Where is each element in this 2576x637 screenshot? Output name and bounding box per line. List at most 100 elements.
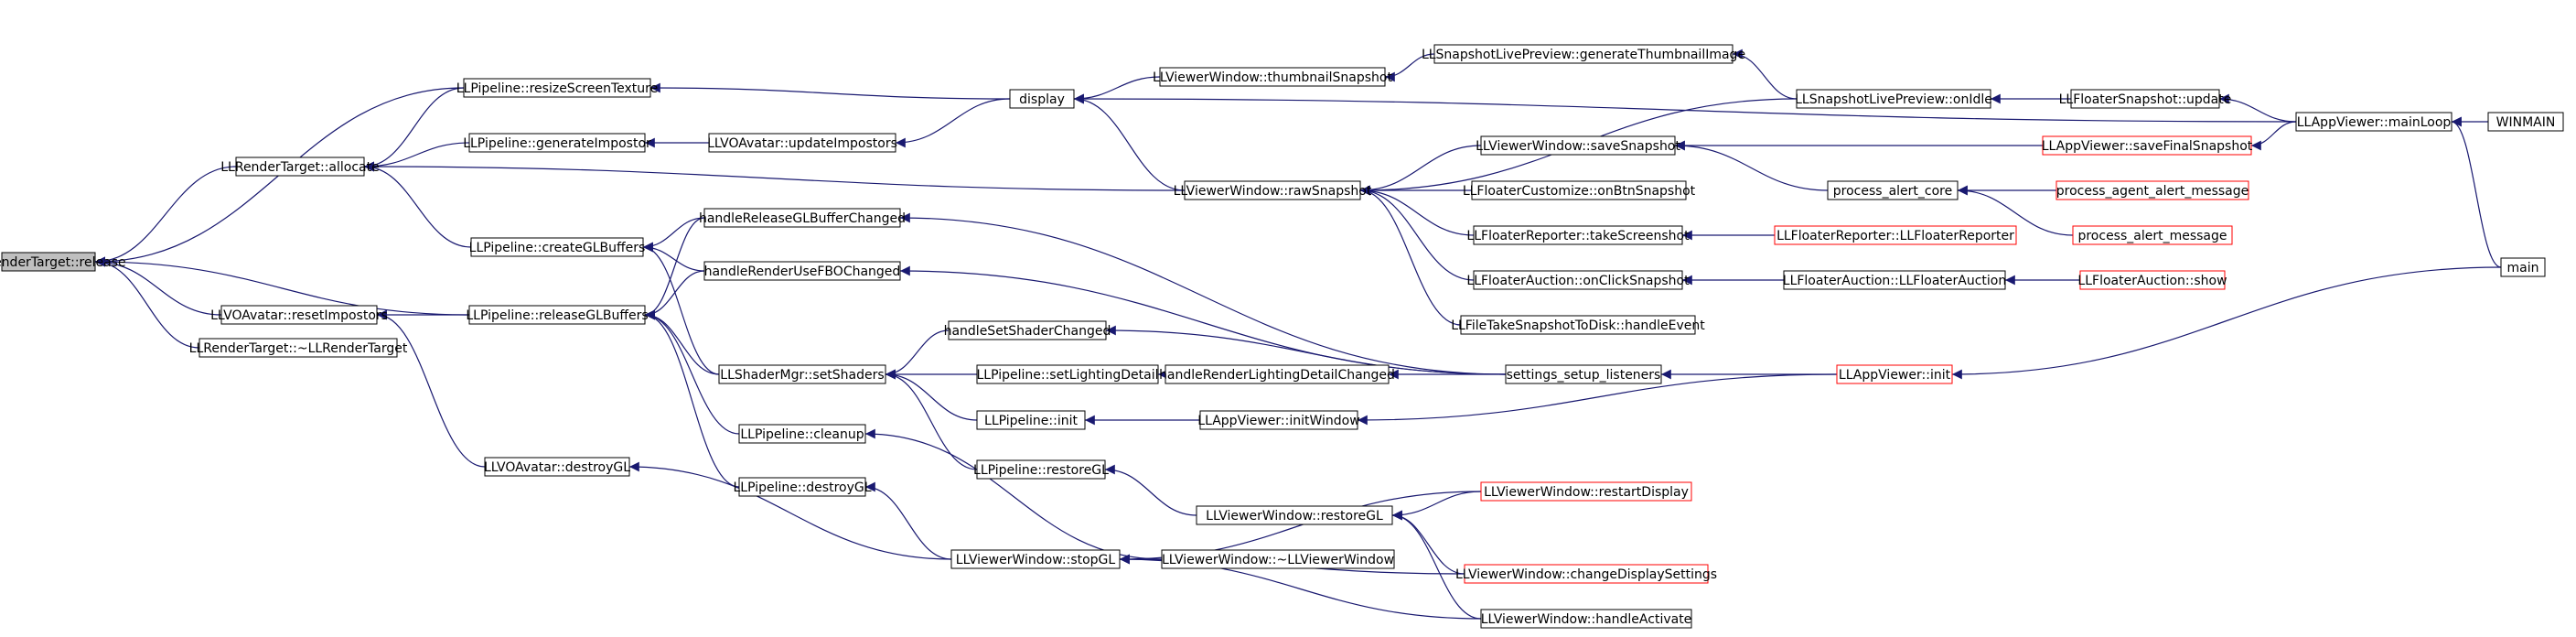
edge-n11-to-n7 (644, 270, 705, 320)
node-box (948, 320, 1107, 340)
node-label: LLAppViewer::initWindow (1197, 414, 1359, 428)
node-box (1184, 180, 1361, 200)
node-box (1836, 364, 1953, 384)
node-llfloatersnapshot-update[interactable]: LLFloaterSnapshot::update (2059, 89, 2232, 109)
node-llviewerwindow-restartdisplay[interactable]: LLViewerWindow::restartDisplay (1480, 481, 1692, 502)
node-box (1774, 225, 2017, 245)
node-llviewerwindow-thumbnailsnapshot[interactable]: LLViewerWindow::thumbnailSnapshot (1153, 67, 1392, 87)
node-llshadermgr-setshaders[interactable]: LLShaderMgr::setShaders (718, 364, 886, 384)
node-llviewerwindow-restoregl[interactable]: LLViewerWindow::restoreGL (1196, 505, 1393, 525)
edge-n4-to-n1 (363, 87, 465, 172)
node-llpipeline-generateimpostor[interactable]: LLPipeline::generateImpostor (463, 133, 651, 153)
node-handlerenderlightingdetailchanged[interactable]: handleRenderLightingDetailChanged (1159, 364, 1395, 384)
node-llvoavatar-updateimpostors[interactable]: LLVOAvatar::updateImpostors (707, 133, 897, 153)
node-llsnapshotlivepreview-generatethumbnailimage[interactable]: LLSnapshotLivePreview::generateThumbnail… (1422, 44, 1745, 64)
node-box (1505, 364, 1662, 384)
node-llvoavatar-resetimpostors[interactable]: LLVOAvatar::resetImpostors (210, 305, 388, 325)
node-box (976, 364, 1159, 384)
node-label: LLFloaterAuction::onClickSnapshot (1466, 274, 1690, 288)
node-box (1161, 549, 1395, 569)
node-llpipeline-destroygl[interactable]: LLPipeline::destroyGL (733, 477, 872, 497)
node-label: handleSetShaderChanged (944, 324, 1111, 339)
node-llappviewer-initwindow[interactable]: LLAppViewer::initWindow (1197, 410, 1360, 430)
node-process-alert-message[interactable]: process_alert_message (2072, 225, 2233, 245)
node-handlereleaseglbufferchanged[interactable]: handleReleaseGLBufferChanged (699, 208, 906, 228)
edge-n25-to-n19 (1104, 464, 1197, 516)
node-box (2500, 257, 2546, 277)
node-label: LLAppViewer::saveFinalSnapshot (2042, 139, 2253, 154)
node-main[interactable]: main (2500, 257, 2546, 277)
node-label: display (1019, 92, 1065, 107)
node-process-agent-alert-message[interactable]: process_agent_alert_message (2055, 180, 2249, 200)
node-box (708, 133, 896, 153)
node-llvoavatar-destroygl[interactable]: LLVOAvatar::destroyGL (484, 457, 630, 477)
node-llfloaterreporter-takescreenshot[interactable]: LLFloaterReporter::takeScreenshot (1466, 225, 1690, 245)
node-llrendertarget-release: LLRenderTarget::release (0, 252, 126, 272)
edge-n19-to-n12 (885, 369, 978, 470)
node-label: LLViewerWindow::thumbnailSnapshot (1153, 70, 1392, 85)
node-label: LLPipeline::createGLBuffers (469, 241, 646, 255)
node-label: LLVOAvatar::destroyGL (484, 460, 630, 475)
node-box (470, 237, 644, 257)
node-handlesetshaderchanged[interactable]: handleSetShaderChanged (944, 320, 1111, 340)
node-label: LLPipeline::generateImpostor (463, 136, 651, 151)
node-llappviewer-savefinalsnapshot[interactable]: LLAppViewer::saveFinalSnapshot (2042, 135, 2253, 156)
node-llfiletakesnapshottodisk-handleevent[interactable]: LLFileTakeSnapshotToDisk::handleEvent (1451, 315, 1705, 335)
node-llfloatercustomize-onbtnsnapshot[interactable]: LLFloaterCustomize::onBtnSnapshot (1463, 180, 1696, 200)
node-llviewerwindow-rawsnapshot[interactable]: LLViewerWindow::rawSnapshot (1174, 180, 1372, 200)
edge-n8-to-n2 (376, 309, 486, 468)
node-label: settings_setup_listeners (1507, 368, 1661, 383)
node-box (2072, 225, 2233, 245)
node-handlerenderusefbochanged[interactable]: handleRenderUseFBOChanged (703, 261, 901, 281)
node-winmain[interactable]: WINMAIN (2487, 112, 2564, 132)
node-llrendertarget-llrendertarget[interactable]: LLRenderTarget::~LLRenderTarget (189, 338, 408, 358)
node-llpipeline-init[interactable]: LLPipeline::init (976, 410, 1086, 430)
edge-n21-to-n15 (1073, 76, 1161, 104)
node-label: process_alert_message (2077, 229, 2227, 243)
node-label: LLFloaterSnapshot::update (2059, 92, 2232, 107)
node-llviewerwindow-savesnapshot[interactable]: LLViewerWindow::saveSnapshot (1476, 135, 1680, 156)
node-llviewerwindow-handleactivate[interactable]: LLViewerWindow::handleActivate (1480, 609, 1692, 629)
node-llrendertarget-allocate[interactable]: LLRenderTarget::allocate (220, 157, 380, 177)
node-box (2055, 180, 2249, 200)
node-box (1796, 89, 1991, 109)
edge-n33-to-n10 (899, 212, 1507, 375)
node-llfloaterauction-llfloaterauction[interactable]: LLFloaterAuction::LLFloaterAuction (1783, 270, 2006, 290)
node-llpipeline-cleanup[interactable]: LLPipeline::cleanup (738, 424, 866, 444)
node-llpipeline-createglbuffers[interactable]: LLPipeline::createGLBuffers (469, 237, 646, 257)
node-label: LLPipeline::init (984, 414, 1078, 428)
node-llfloaterreporter-llfloaterreporter[interactable]: LLFloaterReporter::LLFloaterReporter (1774, 225, 2017, 245)
node-llfloaterauction-show[interactable]: LLFloaterAuction::show (2077, 270, 2227, 290)
node-llpipeline-restoregl[interactable]: LLPipeline::restoreGL (973, 459, 1109, 480)
node-box (235, 157, 365, 177)
node-box (976, 459, 1106, 480)
node-llappviewer-init[interactable]: LLAppViewer::init (1836, 364, 1953, 384)
edge-n22-to-n15 (1073, 93, 1186, 191)
node-llsnapshotlivepreview-onidle[interactable]: LLSnapshotLivePreview::onIdle (1795, 89, 1992, 109)
edge-n34-to-n20 (1119, 491, 1482, 565)
node-llviewerwindow-stopgl[interactable]: LLViewerWindow::stopGL (950, 549, 1121, 569)
node-label: LLVOAvatar::resetImpostors (210, 308, 388, 323)
node-label: LLFloaterAuction::LLFloaterAuction (1783, 274, 2006, 288)
node-llpipeline-resizescreentexture[interactable]: LLPipeline::resizeScreenTexture (456, 78, 658, 98)
node-label: LLViewerWindow::rawSnapshot (1174, 184, 1372, 199)
node-label: handleRenderLightingDetailChanged (1159, 368, 1395, 383)
node-process-alert-core[interactable]: process_alert_core (1827, 180, 1959, 200)
node-llpipeline-releaseglbuffers[interactable]: LLPipeline::releaseGLBuffers (466, 305, 649, 325)
node-settings-setup-listeners[interactable]: settings_setup_listeners (1505, 364, 1662, 384)
edge-n32-to-n22 (1359, 185, 1462, 326)
edge-n13-to-n7 (644, 309, 740, 435)
edge-n48-to-n42 (1951, 266, 2502, 380)
node-llappviewer-mainloop[interactable]: LLAppViewer::mainLoop (2295, 112, 2453, 132)
node-label: LLSnapshotLivePreview::generateThumbnail… (1422, 48, 1745, 62)
node-display[interactable]: display (1009, 89, 1075, 109)
node-llviewerwindow-llviewerwindow[interactable]: LLViewerWindow::~LLViewerWindow (1161, 549, 1395, 569)
node-label: LLViewerWindow::saveSnapshot (1476, 139, 1680, 154)
node-llfloaterauction-onclicksnapshot[interactable]: LLFloaterAuction::onClickSnapshot (1466, 270, 1690, 290)
edge-n2-to-n0 (94, 256, 222, 316)
node-label: LLFloaterAuction::show (2077, 274, 2227, 288)
node-box (1473, 270, 1683, 290)
node-llpipeline-setlightingdetail[interactable]: LLPipeline::setLightingDetail (976, 364, 1159, 384)
node-llviewerwindow-changedisplaysettings[interactable]: LLViewerWindow::changeDisplaySettings (1455, 564, 1717, 584)
edge-n6-to-n1 (363, 161, 472, 248)
